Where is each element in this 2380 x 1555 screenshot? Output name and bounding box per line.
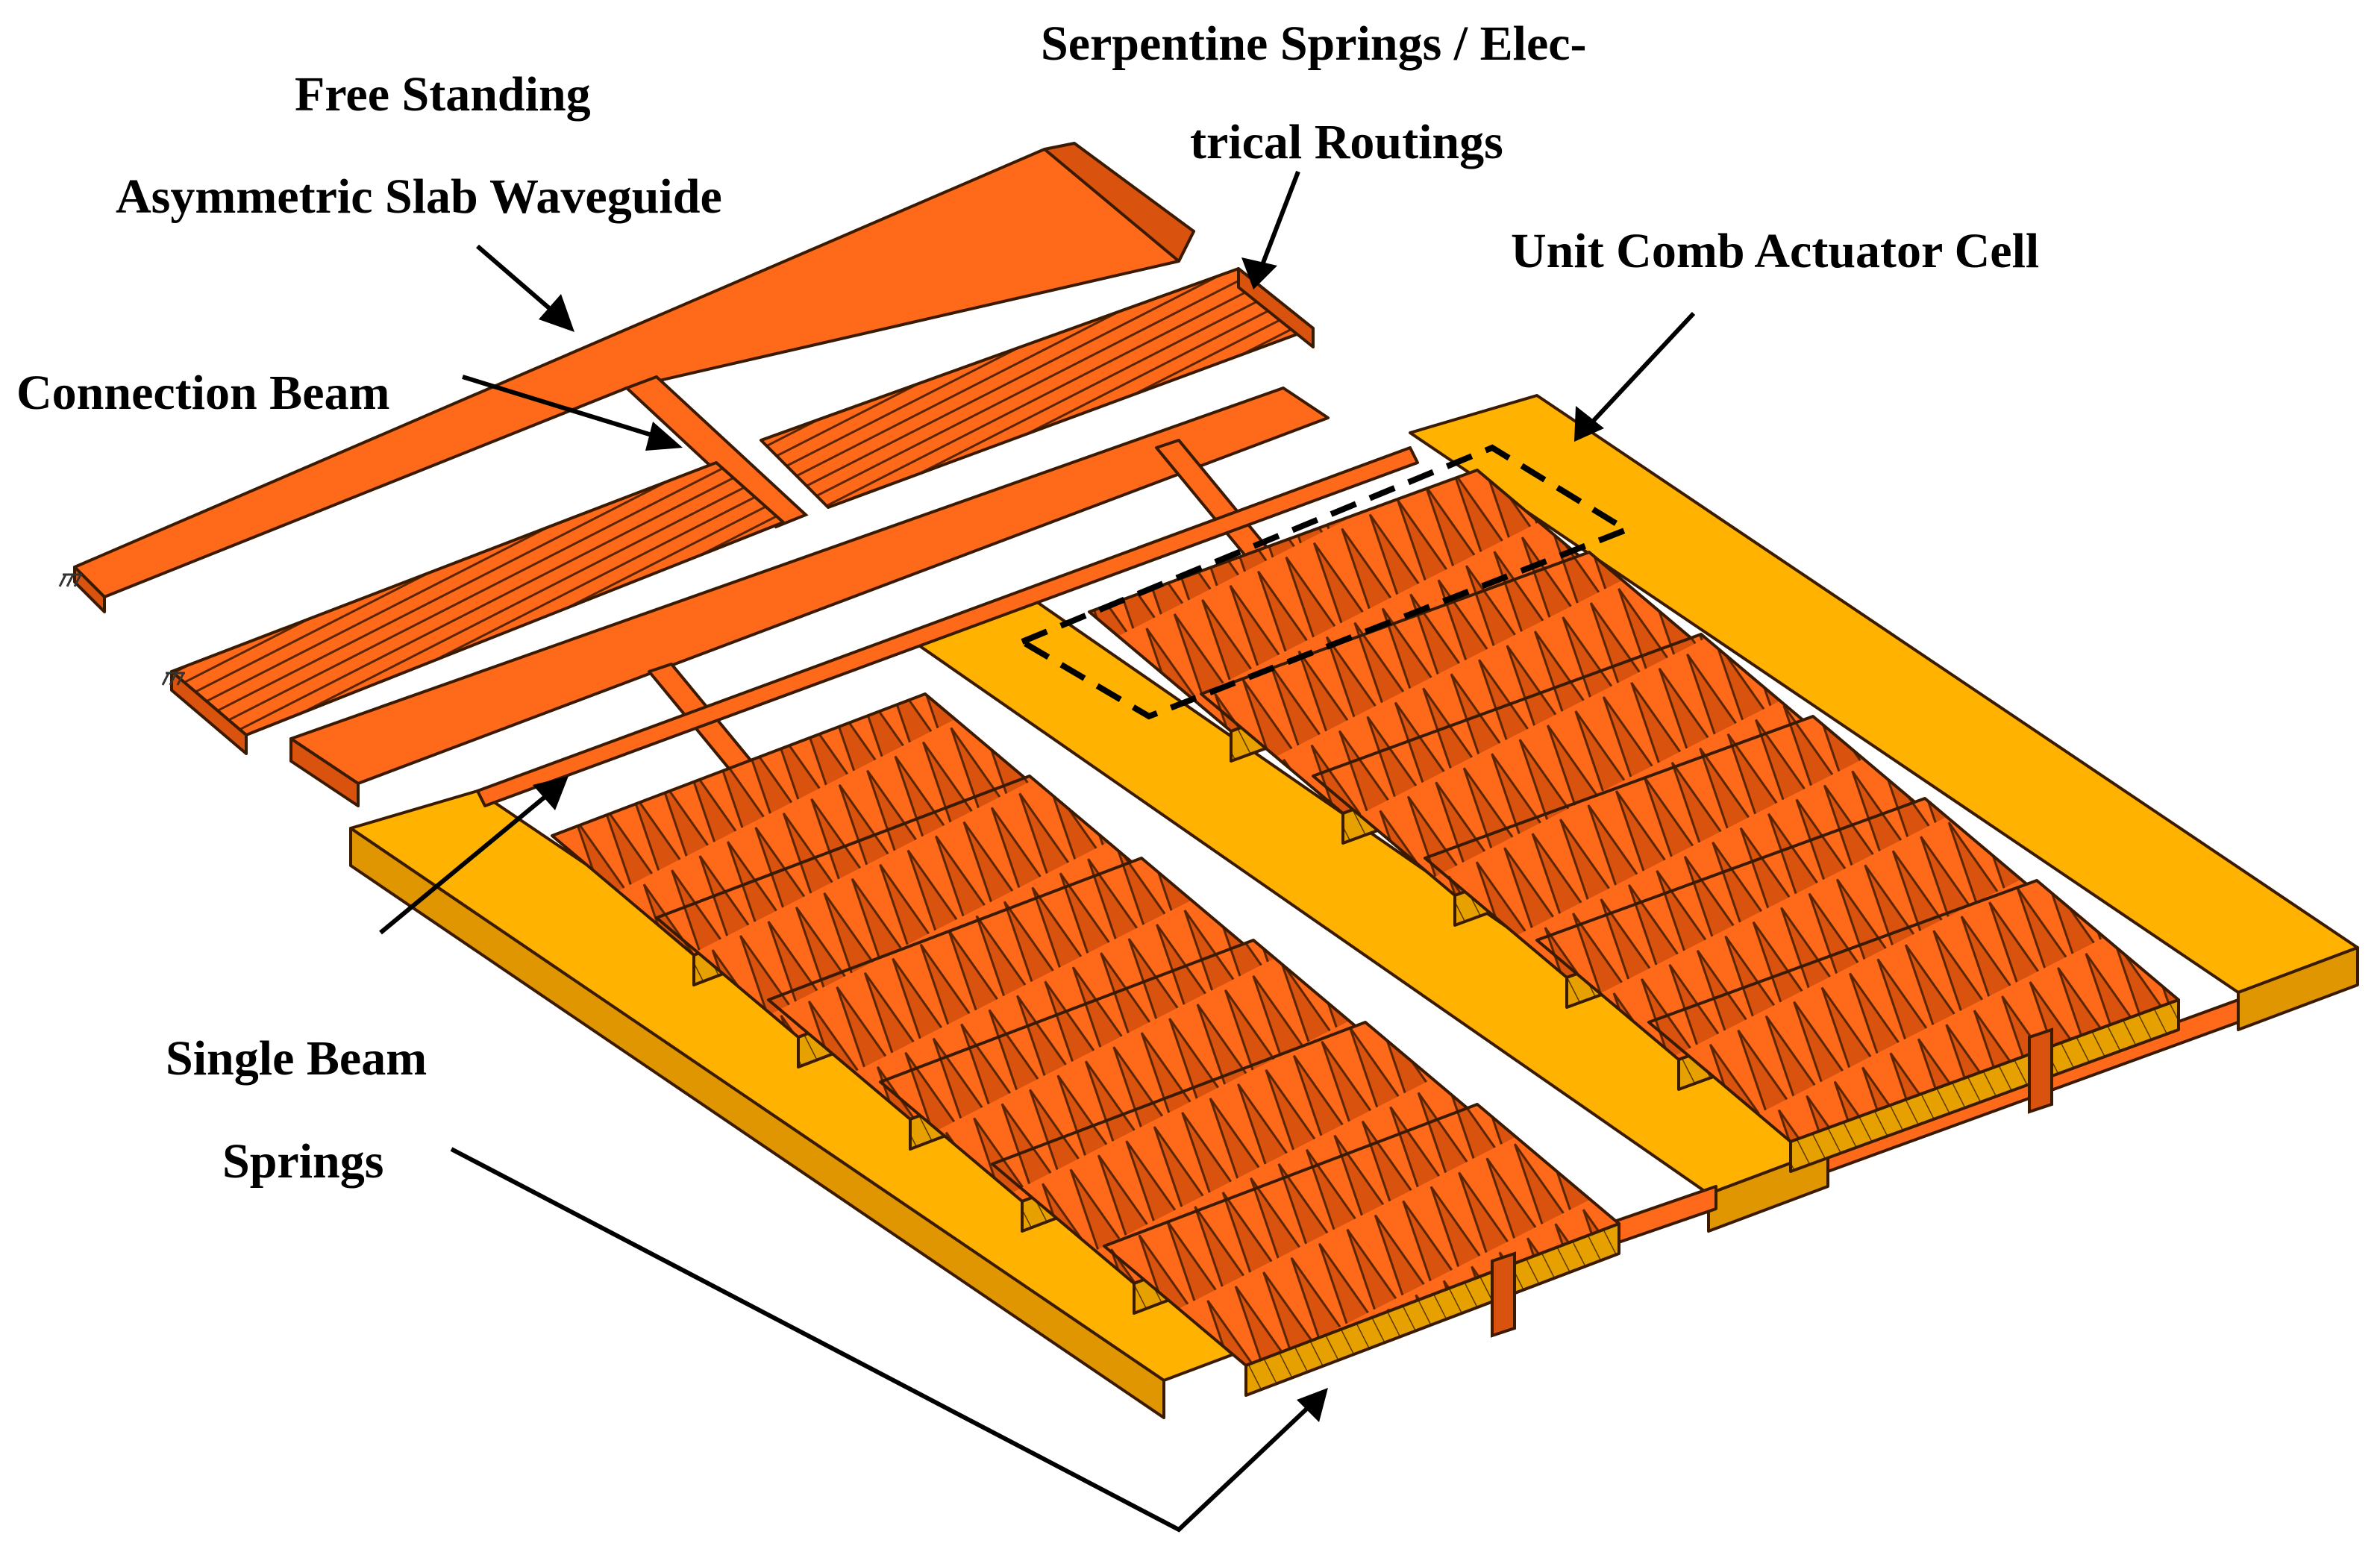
label-free-standing-line1: Free Standing	[295, 67, 591, 122]
label-serpentine-line1: Serpentine Springs / Elec-	[1041, 16, 1587, 71]
unit-comb-arrowhead-icon	[1574, 406, 1604, 442]
annotation-arrows	[379, 170, 1696, 1533]
serpentine-arrow	[1259, 170, 1300, 270]
unit-cell-highlight	[1015, 444, 1633, 720]
single-beam-arrow-upper	[379, 789, 554, 935]
label-serpentine-line2: trical Routings	[1190, 115, 1503, 169]
left-actuator-frame	[349, 446, 1829, 1419]
waveguide-arrow	[476, 244, 561, 319]
label-unit-comb: Unit Comb Actuator Cell	[1511, 224, 2039, 278]
label-single-beam-line1: Single Beam	[166, 1031, 427, 1086]
single-beam-arrow-lower	[450, 1147, 1315, 1533]
asymmetric-slab-waveguide	[73, 142, 1195, 613]
serpentine-left-anchor-icon	[161, 672, 185, 686]
connection-beam-arrow	[462, 375, 657, 439]
labels: Free Standing Asymmetric Slab Waveguide …	[16, 16, 2039, 1189]
single-beam-arrowhead-lower-icon	[1297, 1388, 1328, 1422]
serpentine-arrowhead-icon	[1241, 257, 1277, 290]
single-beam-arrowhead-upper-icon	[533, 776, 569, 810]
single-beam-spring-posts	[1491, 1027, 2053, 1338]
label-single-beam-line2: Springs	[222, 1134, 383, 1189]
serpentine-springs-left	[170, 461, 785, 755]
waveguide-anchor-icon	[58, 573, 82, 587]
connection-beam-arrowhead-icon	[645, 422, 683, 451]
comb-cells-left	[551, 692, 1620, 1397]
unit-comb-arrow	[1587, 311, 1696, 428]
comb-cells-right	[1088, 469, 2180, 1173]
label-connection-beam: Connection Beam	[16, 366, 389, 420]
serpentine-springs-right	[760, 267, 1315, 509]
label-free-standing-line2: Asymmetric Slab Waveguide	[116, 169, 722, 224]
waveguide-arrowhead-icon	[539, 294, 574, 332]
